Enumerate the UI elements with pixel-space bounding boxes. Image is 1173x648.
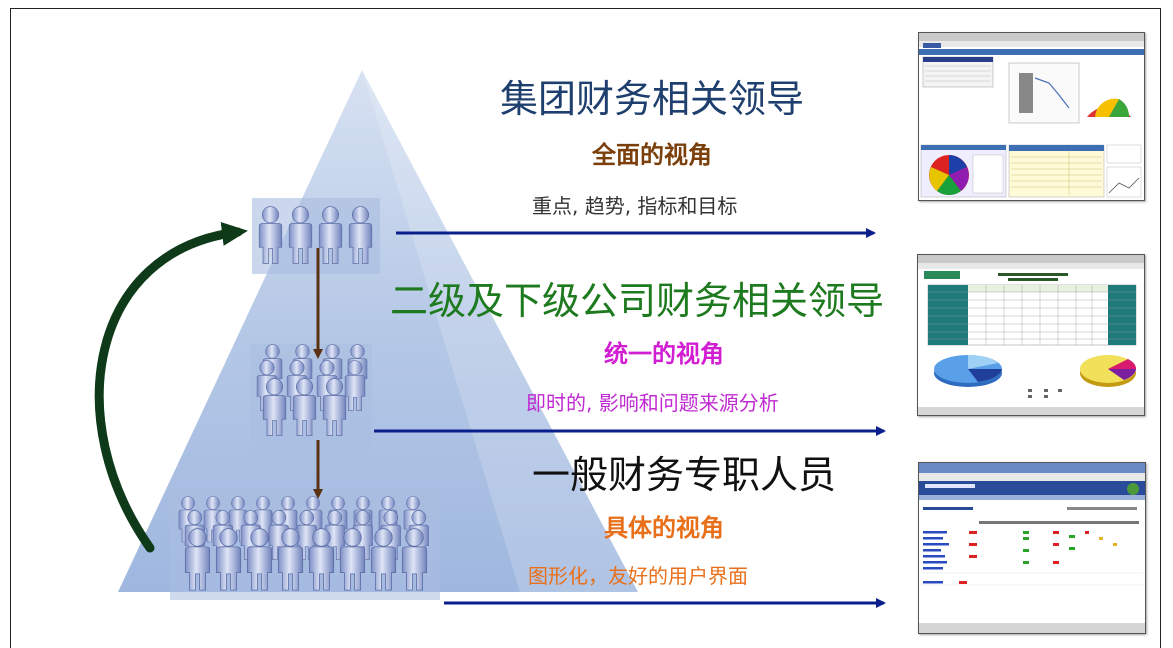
dashboard-screenshot xyxy=(918,32,1145,201)
tier2-detail: 即时的, 影响和问题来源分析 xyxy=(526,391,779,415)
cycle-arrow xyxy=(94,222,248,553)
slide-frame xyxy=(10,8,1161,648)
tier1-title: 集团财务相关领导 xyxy=(500,77,805,121)
pyramid xyxy=(118,70,638,592)
tier2-subtitle: 统一的视角 xyxy=(604,340,724,368)
tier1-detail: 重点, 趋势, 指标和目标 xyxy=(532,194,738,218)
tier2-title: 二级及下级公司财务相关领导 xyxy=(390,279,885,323)
ui-screenshot xyxy=(918,462,1146,634)
tier1-subtitle: 全面的视角 xyxy=(592,141,712,169)
tier3-title: 一般财务专职人员 xyxy=(532,453,837,497)
tier3-detail: 图形化，友好的用户界面 xyxy=(528,564,748,588)
report-screenshot xyxy=(917,254,1145,416)
tier3-subtitle: 具体的视角 xyxy=(604,514,724,542)
